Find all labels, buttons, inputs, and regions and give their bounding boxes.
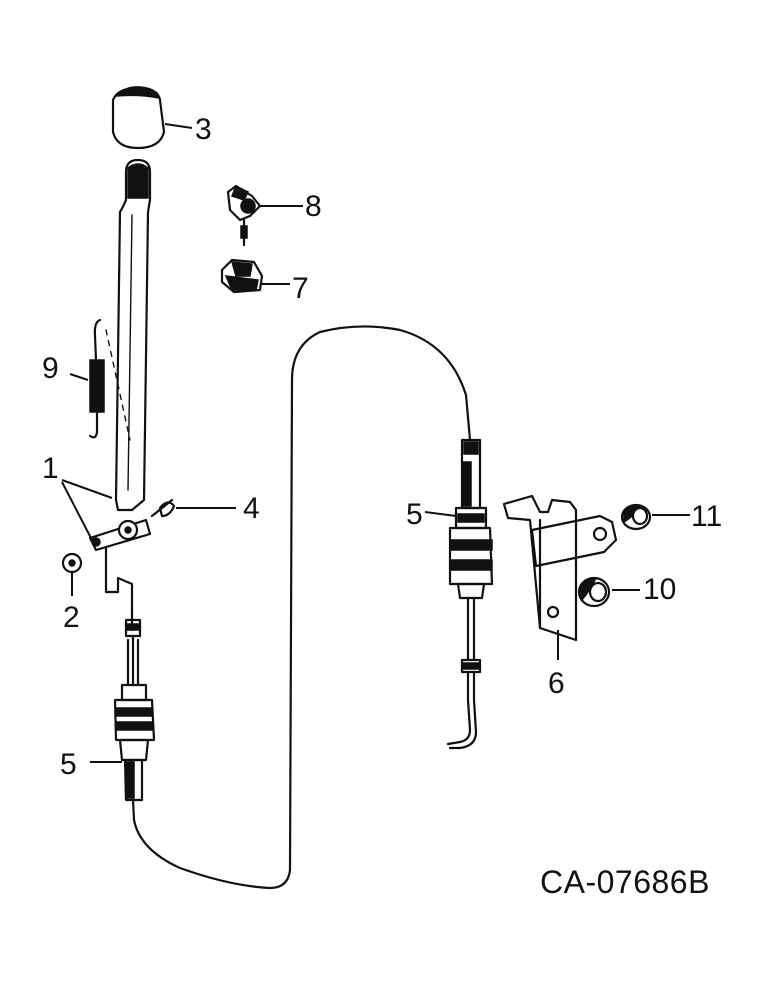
- lever-handle-part: [88, 158, 152, 552]
- callout-5a: 5: [60, 748, 77, 781]
- figure-id: CA-07686B: [540, 864, 710, 900]
- bushing-11-part: [620, 503, 652, 531]
- spring-part: [88, 318, 105, 439]
- callout-1: 1: [42, 452, 59, 485]
- cable-end-left-part: [113, 618, 156, 802]
- leader-3: [164, 123, 193, 129]
- leader-5b: [424, 511, 457, 517]
- swivel-block-part: [220, 258, 264, 294]
- callout-8: 8: [305, 190, 322, 223]
- callout-10: 10: [643, 573, 676, 606]
- washer-part: [61, 552, 83, 574]
- callout-6: 6: [548, 667, 565, 700]
- bracket-part: [502, 494, 618, 642]
- callout-11: 11: [691, 500, 722, 533]
- leader-9: [69, 373, 89, 381]
- link-rod-part: [104, 546, 134, 632]
- callout-7: 7: [292, 272, 309, 305]
- callout-4: 4: [243, 492, 260, 525]
- callout-5b: 5: [406, 498, 423, 531]
- swivel-part: [226, 184, 262, 247]
- callout-2: 2: [63, 601, 80, 634]
- cable-end-right-part: [446, 438, 494, 750]
- clip-part: [150, 498, 176, 518]
- knob-part: [111, 86, 166, 150]
- leader-1: [61, 479, 113, 541]
- callout-9: 9: [42, 352, 59, 385]
- callout-3: 3: [195, 113, 212, 146]
- control-cable: [131, 325, 472, 890]
- bushing-10-part: [577, 576, 611, 608]
